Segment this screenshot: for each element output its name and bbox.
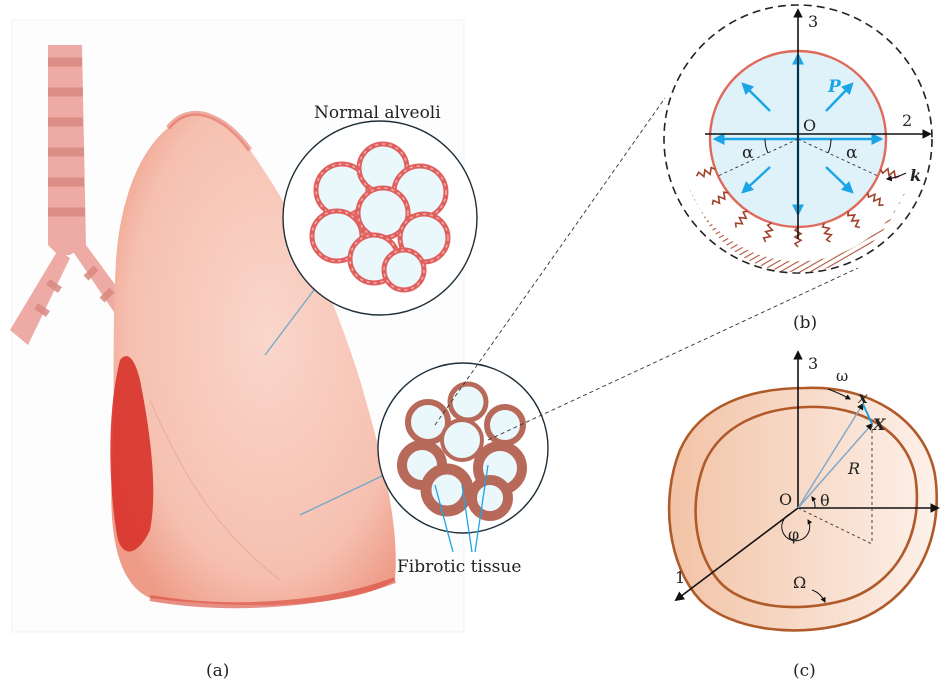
b-alpha-left: α (742, 143, 754, 163)
b-stiffness-label: k (910, 166, 921, 185)
c-theta-label: θ (820, 491, 830, 510)
c-phi-label: φ (788, 525, 799, 544)
c-axis-1-label: 1 (675, 568, 685, 587)
b-origin-label: O (803, 116, 816, 135)
c-axis-3-label: 3 (808, 354, 818, 373)
fibrotic-alveolus (442, 420, 482, 460)
c-x-label: x (857, 388, 868, 407)
caption-a: (a) (206, 661, 229, 681)
spring (823, 223, 832, 242)
fibrotic-alveolus (472, 480, 508, 516)
caption-b: (b) (793, 313, 817, 333)
b-alpha-right: α (846, 143, 858, 163)
fibrotic-tissue-label: Fibrotic tissue (397, 557, 521, 577)
fibrotic-alveolus (426, 469, 468, 511)
spring (868, 193, 884, 206)
c-Omega-label: Ω (793, 573, 806, 592)
spring (764, 223, 773, 242)
panel-c-geometry: 3 1 O θ φ R X x ω Ω (c) (669, 352, 938, 681)
panel-b-model: 3 2 O α α P k (b) (664, 5, 932, 333)
c-X-label: X (872, 415, 886, 434)
normal-alveoli-label: Normal alveoli (314, 103, 441, 123)
deformed-boundary-omega (669, 388, 937, 631)
b-axis-2-label: 2 (902, 111, 912, 130)
caption-c: (c) (793, 661, 816, 681)
spring (712, 192, 728, 205)
b-axis-3-label: 3 (808, 12, 818, 31)
c-R-label: R (847, 459, 860, 478)
c-origin-label: O (779, 490, 792, 509)
fibrotic-alveolus (450, 384, 486, 420)
c-omega-small-label: ω (836, 367, 848, 385)
spring (848, 211, 860, 227)
b-pressure-label: P (827, 77, 842, 97)
spring (736, 211, 748, 227)
fibrotic-alveolus (487, 407, 523, 443)
spring (697, 168, 716, 177)
